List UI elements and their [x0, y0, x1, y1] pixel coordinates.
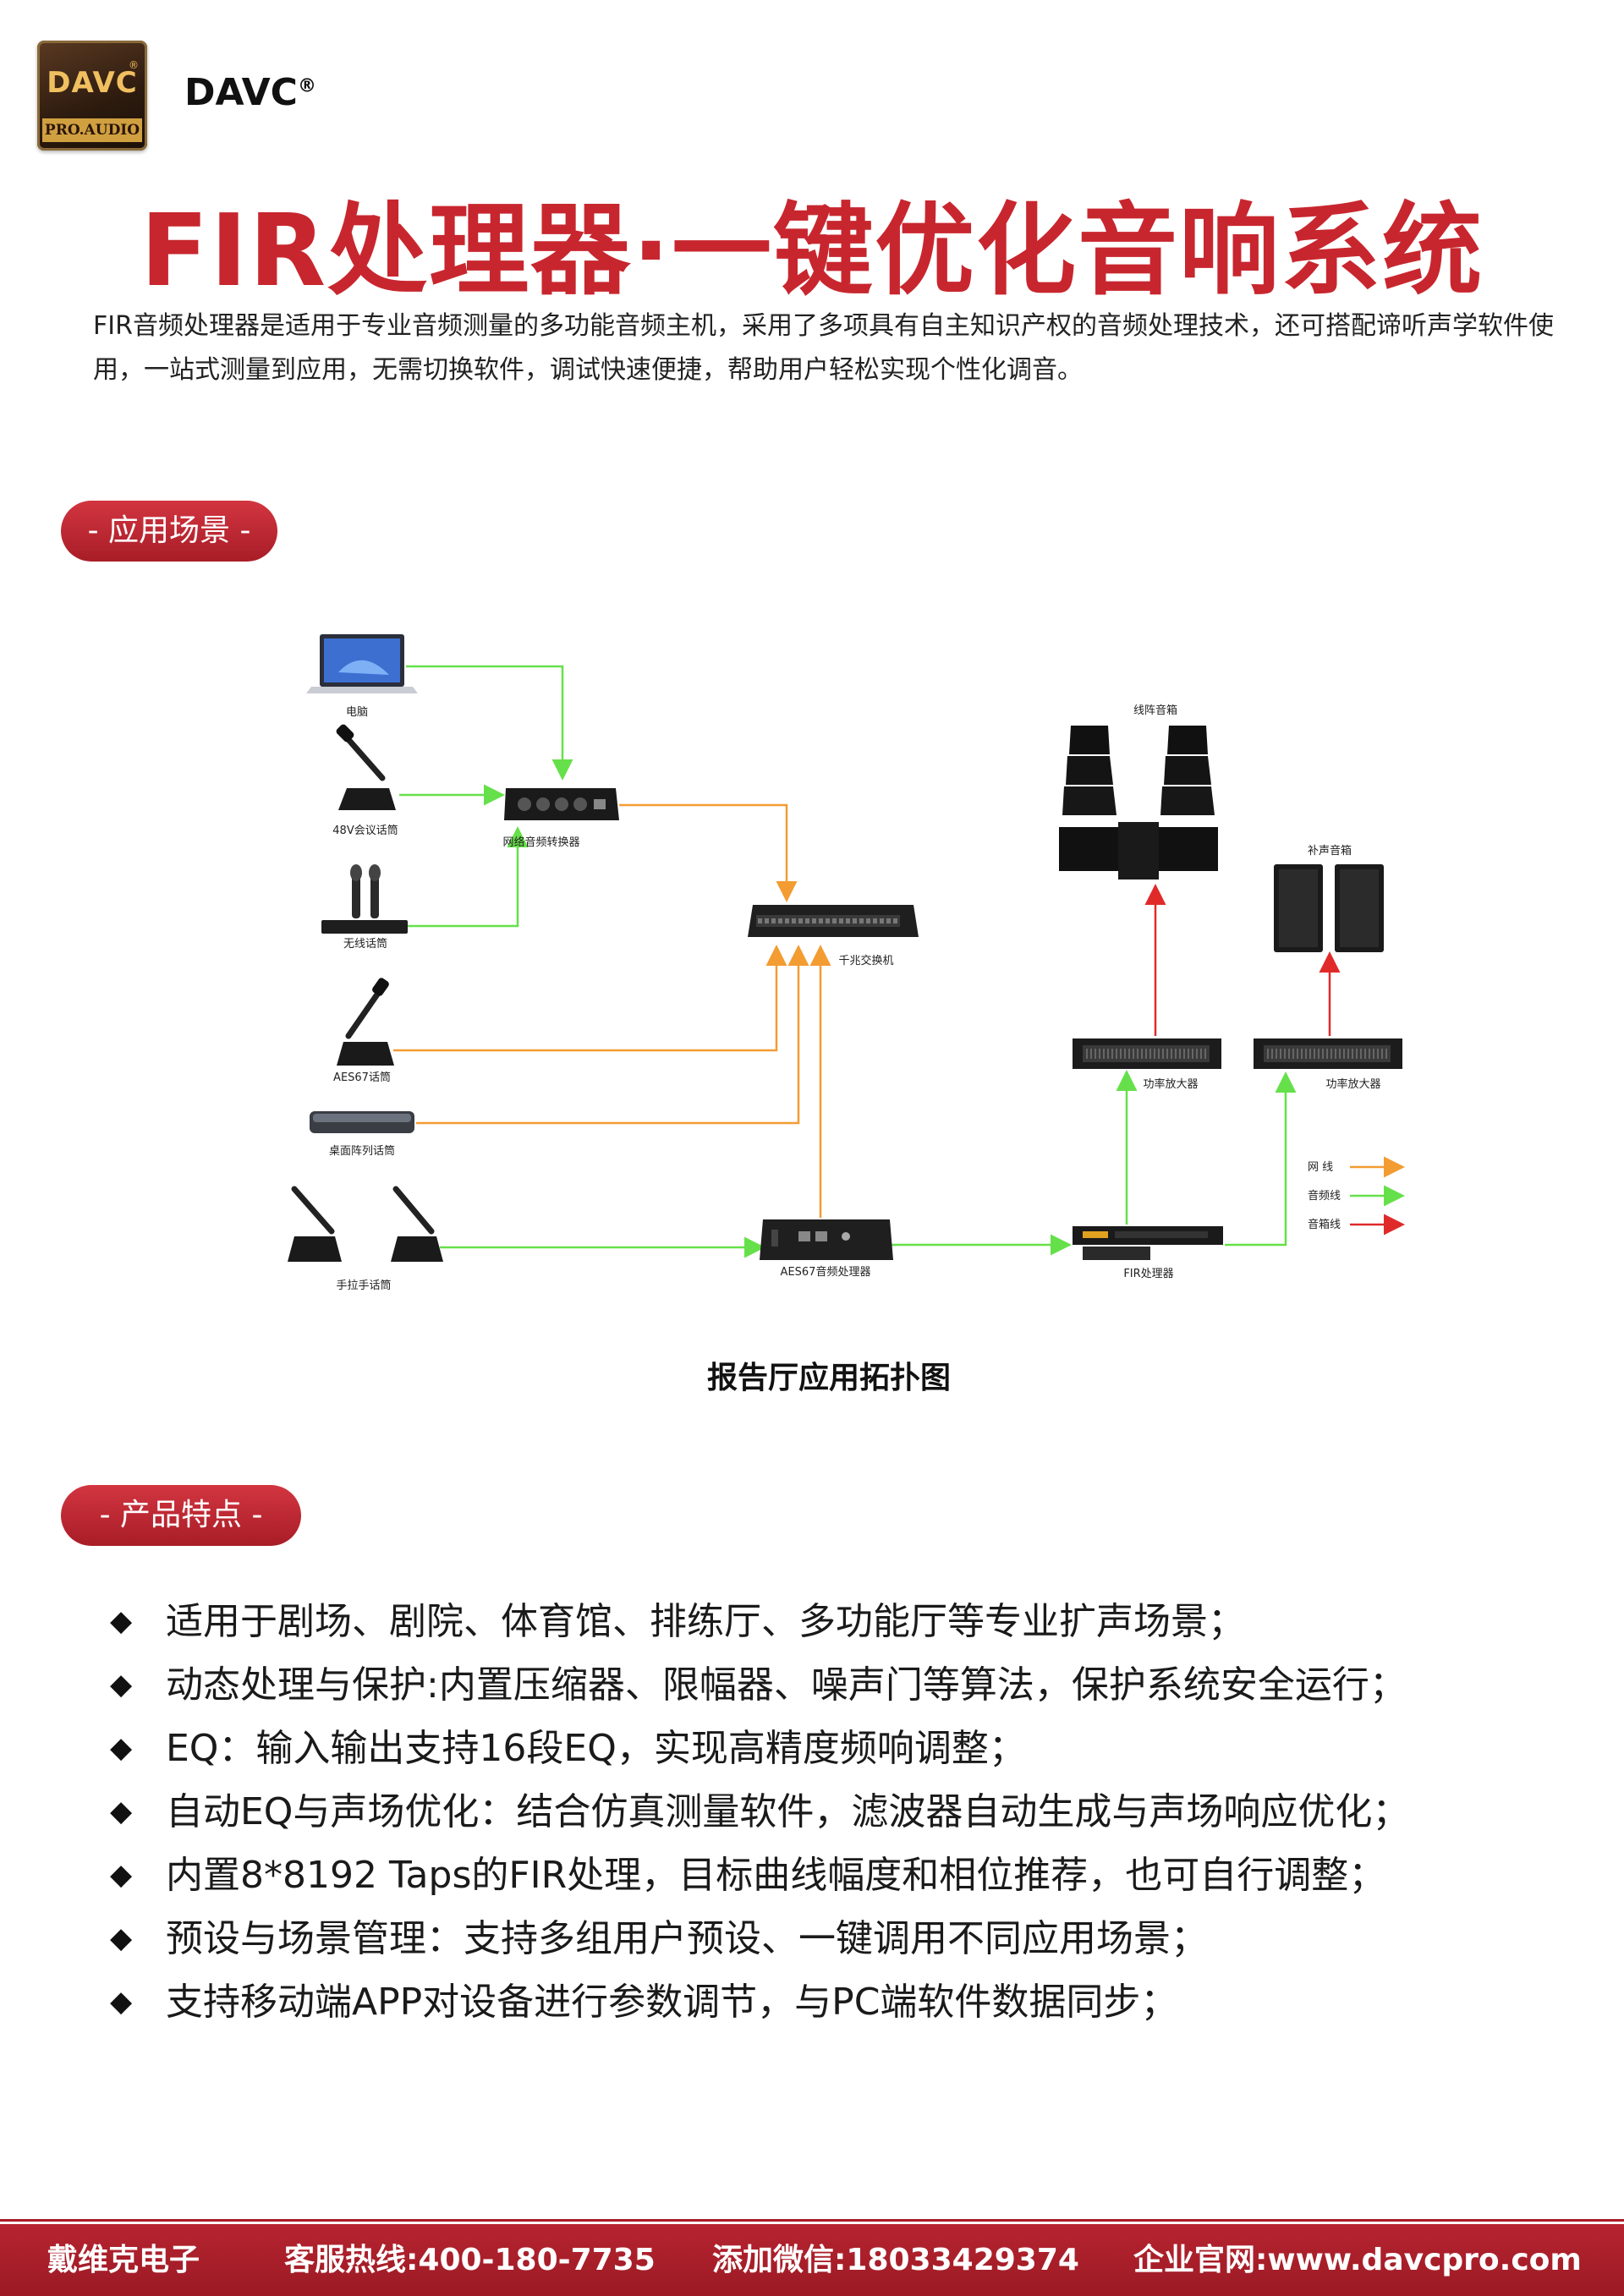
feature-list: ◆ 适用于剧场、剧院、体育馆、排练厅、多功能厅等专业扩声场景； ◆ 动态处理与保护:… [110, 1590, 1590, 2034]
feature-item: ◆ 支持移动端APP对设备进行参数调节，与PC端软件数据同步； [110, 1970, 1590, 2034]
topology-diagram: 电脑 48V会议话筒 无线话筒 网络音频转换器 千兆交换机 AES67话筒 [288, 634, 1405, 1292]
feature-text: 内置8*8192 Taps的FIR处理，目标曲线幅度和相位推荐，也可自行调整； [166, 1854, 1386, 1897]
label-switch: 千兆交换机 [838, 954, 893, 967]
fill-speaker-icon [1274, 864, 1384, 952]
aes67-mic-icon [337, 978, 394, 1066]
feature-item: ◆ 自动EQ与声场优化：结合仿真测量软件，滤波器自动生成与声场响应优化； [110, 1780, 1590, 1844]
network-line-arraymic-switch [416, 945, 809, 1125]
intro-paragraph: FIR音频处理器是适用于专业音频测量的多功能音频主机，采用了多项具有自主知识产权… [93, 311, 1554, 385]
company-logo: DAVC ® PRO.AUDIO [37, 41, 147, 151]
network-switch-icon [748, 905, 919, 937]
feature-item: ◆ 动态处理与保护:内置压缩器、限幅器、噪声门等算法，保护系统安全运行； [110, 1653, 1590, 1717]
feature-item: ◆ 适用于剧场、剧院、体育馆、排练厅、多功能厅等专业扩声场景； [110, 1590, 1590, 1653]
network-line-aes67mic-switch [393, 945, 787, 1052]
label-fir-processor: FIR处理器 [1123, 1268, 1173, 1280]
label-converter: 网络音频转换器 [502, 836, 579, 849]
feature-text: EQ：输入输出支持16段EQ，实现高精度频响调整； [166, 1727, 1026, 1770]
feature-text: 适用于剧场、剧院、体育馆、排练厅、多功能厅等专业扩声场景； [166, 1600, 1245, 1643]
brand-text: DAVC [184, 71, 298, 114]
diamond-bullet-icon: ◆ [110, 1985, 133, 2019]
audio-line-laptop-converter [406, 665, 573, 781]
network-line-converter-switch [619, 803, 798, 902]
diagram-caption: 报告厅应用拓扑图 [706, 1361, 951, 1395]
section-header-scenario: - 应用场景 - [61, 501, 277, 562]
diagram-legend: 网 线 音频线 音箱线 [1308, 1156, 1405, 1236]
diamond-bullet-icon: ◆ [110, 1668, 133, 1701]
connection-lines [393, 665, 1341, 1258]
label-amp2: 功率放大器 [1325, 1077, 1380, 1091]
label-wireless-mic: 无线话筒 [343, 937, 387, 951]
footer-company: 戴维克电子 [47, 2243, 200, 2277]
feature-item: ◆ 预设与场景管理：支持多组用户预设、一键调用不同应用场景； [110, 1907, 1590, 1970]
legend-audio: 音频线 [1308, 1189, 1341, 1203]
network-audio-converter-icon [504, 788, 619, 820]
label-48v-mic: 48V会议话筒 [332, 824, 398, 837]
label-line-array: 线阵音箱 [1133, 704, 1177, 717]
brand-registered-mark: ® [297, 75, 316, 97]
label-amp1: 功率放大器 [1143, 1077, 1198, 1091]
diamond-bullet-icon: ◆ [110, 1858, 133, 1892]
label-delegate-mic: 手拉手话筒 [336, 1279, 391, 1292]
array-mic-icon [310, 1111, 414, 1133]
label-laptop: 电脑 [346, 706, 368, 719]
footer-hotline: 客服热线:400-180-7735 [284, 2243, 656, 2277]
fir-processor-icon [1073, 1226, 1223, 1260]
feature-text: 动态处理与保护:内置压缩器、限幅器、噪声门等算法，保护系统安全运行； [166, 1663, 1407, 1707]
diamond-bullet-icon: ◆ [110, 1604, 133, 1638]
footer-wechat: 添加微信:18033429374 [712, 2243, 1079, 2277]
page-title: FIR处理器·一键优化音响系统 [140, 192, 1484, 309]
logo-subtext: PRO.AUDIO [42, 118, 142, 142]
audio-line-wireless-converter [408, 826, 529, 928]
footer-divider [0, 2219, 1624, 2222]
label-fill-speaker: 补声音箱 [1308, 844, 1352, 858]
section-header-features: - 产品特点 - [61, 1485, 301, 1546]
footer-bar: 戴维克电子 客服热线:400-180-7735 添加微信:18033429374… [0, 2224, 1624, 2296]
feature-item: ◆ 内置8*8192 Taps的FIR处理，目标曲线幅度和相位推荐，也可自行调整； [110, 1844, 1590, 1907]
gooseneck-mic-48v-icon [336, 724, 396, 810]
diamond-bullet-icon: ◆ [110, 1731, 133, 1765]
logo-registered-mark: ® [129, 59, 139, 71]
label-array-mic: 桌面阵列话筒 [329, 1144, 395, 1158]
legend-speaker: 音箱线 [1308, 1218, 1341, 1231]
diamond-bullet-icon: ◆ [110, 1795, 133, 1828]
aes67-processor-icon [760, 1219, 893, 1260]
diamond-bullet-icon: ◆ [110, 1921, 133, 1955]
feature-text: 预设与场景管理：支持多组用户预设、一键调用不同应用场景； [166, 1917, 1208, 1960]
wireless-mic-icon [321, 864, 408, 934]
power-amplifier-2-icon [1254, 1038, 1402, 1069]
legend-network: 网 线 [1308, 1161, 1333, 1174]
brand-name: DAVC® [184, 71, 316, 114]
label-aes67-processor: AES67音频处理器 [781, 1265, 871, 1279]
feature-text: 支持移动端APP对设备进行参数调节，与PC端软件数据同步； [166, 1981, 1178, 2024]
audio-line-fir-amp2 [1225, 1071, 1297, 1247]
delegate-mic-icon [288, 1186, 443, 1262]
footer-website-link[interactable]: 企业官网:www.davcpro.com [1133, 2243, 1582, 2277]
feature-item: ◆ EQ：输入输出支持16段EQ，实现高精度频响调整； [110, 1717, 1590, 1780]
feature-text: 自动EQ与声场优化：结合仿真测量软件，滤波器自动生成与声场响应优化； [166, 1790, 1410, 1833]
power-amplifier-1-icon [1073, 1038, 1221, 1069]
laptop-icon [306, 634, 418, 693]
label-aes67-mic: AES67话筒 [333, 1071, 391, 1084]
logo-text: DAVC [47, 66, 138, 100]
line-array-speaker-icon [1059, 726, 1218, 879]
